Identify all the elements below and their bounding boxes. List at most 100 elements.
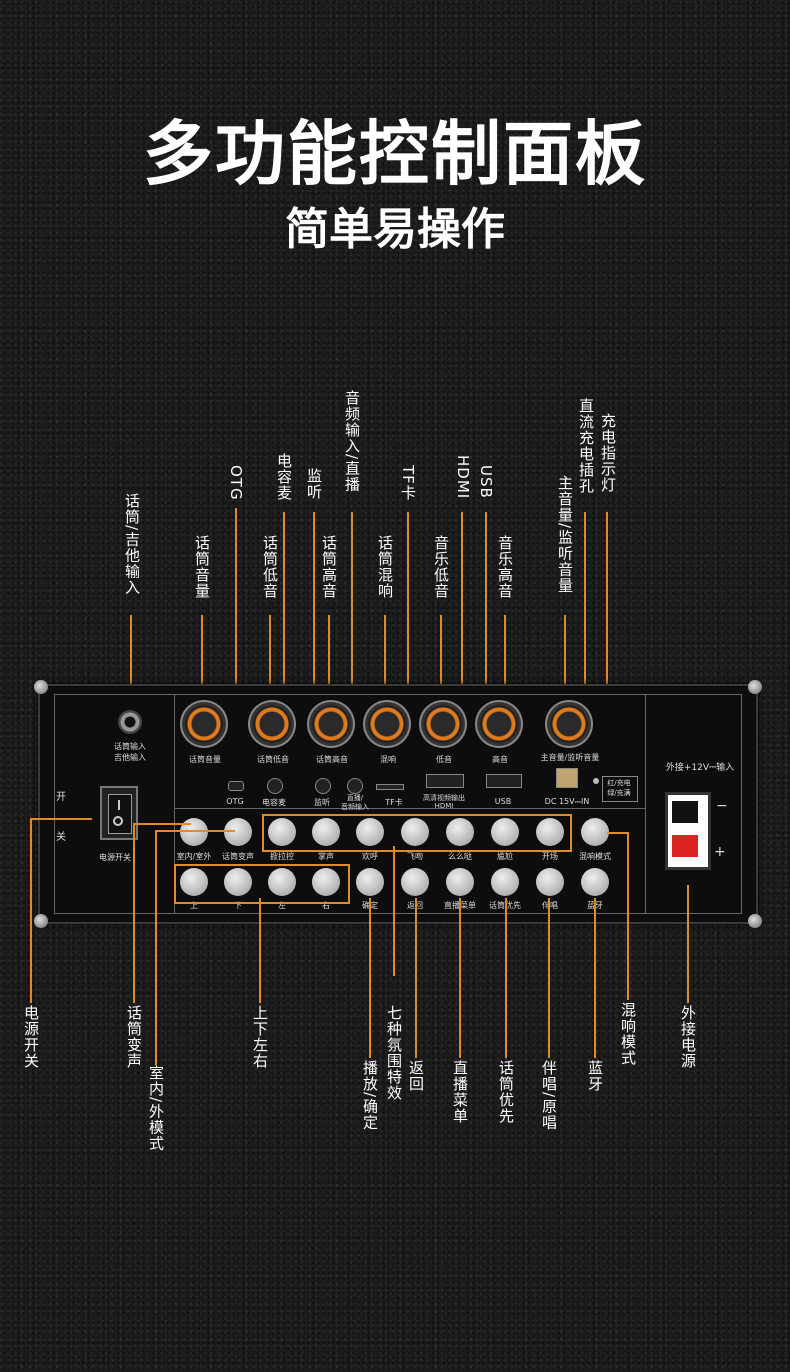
- tf-card-slot[interactable]: [376, 784, 404, 790]
- callout-back: 返回: [407, 1060, 425, 1092]
- leader-line: [328, 615, 330, 710]
- port-label: HDMI: [434, 802, 454, 810]
- callout-mic-guitar-in: 话筒/吉他输入: [123, 493, 141, 596]
- callout-music-treble: 音乐高音: [496, 535, 514, 599]
- callout-charge-led: 充电指示灯: [599, 413, 617, 493]
- live-menu-button[interactable]: [446, 868, 474, 896]
- callout-bluetooth: 蓝牙: [586, 1060, 604, 1092]
- knob-label: 混响: [380, 755, 396, 764]
- otg-port[interactable]: [228, 781, 244, 791]
- leader-line: [269, 615, 271, 710]
- port-label: 电容麦: [262, 798, 286, 807]
- leader-line: [384, 615, 386, 710]
- button-label: 右: [322, 901, 330, 910]
- mic-jack[interactable]: [118, 710, 142, 734]
- left-button[interactable]: [268, 868, 296, 896]
- fx-button[interactable]: [401, 818, 429, 846]
- fx-button[interactable]: [536, 818, 564, 846]
- fx-button[interactable]: [446, 818, 474, 846]
- button-label: 下: [234, 901, 242, 910]
- ext-power-terminal[interactable]: [665, 792, 711, 870]
- port-label: OTG: [226, 797, 244, 806]
- leader-line: [415, 898, 417, 1058]
- control-panel: 话筒输入 吉他输入 开 关 电源开关 话筒音量 话筒低音 话筒高音 混响 低音 …: [34, 680, 762, 928]
- reverb-mode-button[interactable]: [581, 818, 609, 846]
- reverb-knob[interactable]: [368, 705, 406, 743]
- up-button[interactable]: [180, 868, 208, 896]
- leader-line: [30, 818, 92, 820]
- port-label: 直播/: [346, 794, 364, 802]
- mic-bass-knob[interactable]: [253, 705, 291, 743]
- screw-icon: [748, 680, 762, 694]
- leader-line: [393, 846, 395, 976]
- fx-button[interactable]: [268, 818, 296, 846]
- button-label: 话筒变声: [222, 852, 254, 861]
- page-subtitle: 简单易操作: [285, 204, 505, 255]
- port-label: TF卡: [385, 798, 403, 807]
- callout-accomp-orig: 伴唱/原唱: [540, 1060, 558, 1131]
- button-label: 开场: [542, 852, 558, 861]
- knob-label: 话筒低音: [257, 755, 289, 764]
- fx-group-outline: [262, 814, 572, 852]
- leader-line: [485, 512, 487, 774]
- leader-line: [505, 898, 507, 1058]
- button-label: 么么哒: [448, 852, 472, 861]
- hdmi-port[interactable]: [426, 774, 464, 788]
- button-label: 尴尬: [497, 852, 513, 861]
- dc-in-port[interactable]: [556, 768, 578, 788]
- bluetooth-button[interactable]: [581, 868, 609, 896]
- fx-button[interactable]: [312, 818, 340, 846]
- divider: [174, 808, 645, 809]
- leader-line: [369, 898, 371, 1058]
- mic-voice-button[interactable]: [224, 818, 252, 846]
- power-switch[interactable]: [100, 786, 138, 840]
- mic-priority-button[interactable]: [491, 868, 519, 896]
- callout-mic-priority: 话筒优先: [497, 1060, 515, 1124]
- callout-dc-in: 直流充电插孔: [577, 398, 595, 494]
- leader-line: [130, 615, 132, 705]
- back-button[interactable]: [401, 868, 429, 896]
- button-label: 掌声: [318, 852, 334, 861]
- knob-label: 主音量/监听音量: [540, 753, 600, 762]
- play-confirm-button[interactable]: [356, 868, 384, 896]
- button-label: 混响模式: [579, 852, 611, 861]
- callout-tf-card: TF卡: [399, 465, 417, 501]
- fx-button[interactable]: [356, 818, 384, 846]
- button-label: 室内/室外: [176, 852, 212, 861]
- button-label: 飞吻: [407, 852, 423, 861]
- right-button[interactable]: [312, 868, 340, 896]
- knob-label: 话筒高音: [316, 755, 348, 764]
- accompaniment-button[interactable]: [536, 868, 564, 896]
- callout-seven-fx: 七种氛围特效: [385, 1005, 403, 1101]
- callout-music-bass: 音乐低音: [432, 535, 450, 599]
- leader-line: [459, 898, 461, 1058]
- leader-line: [283, 512, 285, 782]
- callout-mic-reverb: 话筒混响: [376, 535, 394, 599]
- screw-icon: [34, 680, 48, 694]
- down-button[interactable]: [224, 868, 252, 896]
- master-volume-knob[interactable]: [550, 705, 588, 743]
- page-title: 多功能控制面板: [143, 113, 647, 195]
- callout-reverb-mode: 混响模式: [619, 1002, 637, 1066]
- leader-line: [235, 508, 237, 783]
- switch-off-label: 关: [56, 832, 66, 843]
- mic-volume-knob[interactable]: [185, 705, 223, 743]
- live-audio-port[interactable]: [347, 778, 363, 794]
- callout-mic-volume: 话筒音量: [193, 535, 211, 599]
- mic-treble-knob[interactable]: [312, 705, 350, 743]
- fx-button[interactable]: [491, 818, 519, 846]
- led-legend-text: 红/充电: [607, 779, 631, 787]
- leader-line: [627, 832, 629, 1000]
- monitor-port[interactable]: [315, 778, 331, 794]
- leader-line: [351, 512, 353, 782]
- music-treble-knob[interactable]: [480, 705, 518, 743]
- room-mode-button[interactable]: [180, 818, 208, 846]
- leader-line: [133, 823, 191, 825]
- leader-line: [133, 823, 135, 1003]
- condenser-mic-port[interactable]: [267, 778, 283, 794]
- leader-line: [155, 830, 157, 1065]
- power-switch-label: 电源开关: [99, 853, 131, 862]
- led-legend-text: 绿/充满: [607, 789, 631, 797]
- usb-port[interactable]: [486, 774, 522, 788]
- music-bass-knob[interactable]: [424, 705, 462, 743]
